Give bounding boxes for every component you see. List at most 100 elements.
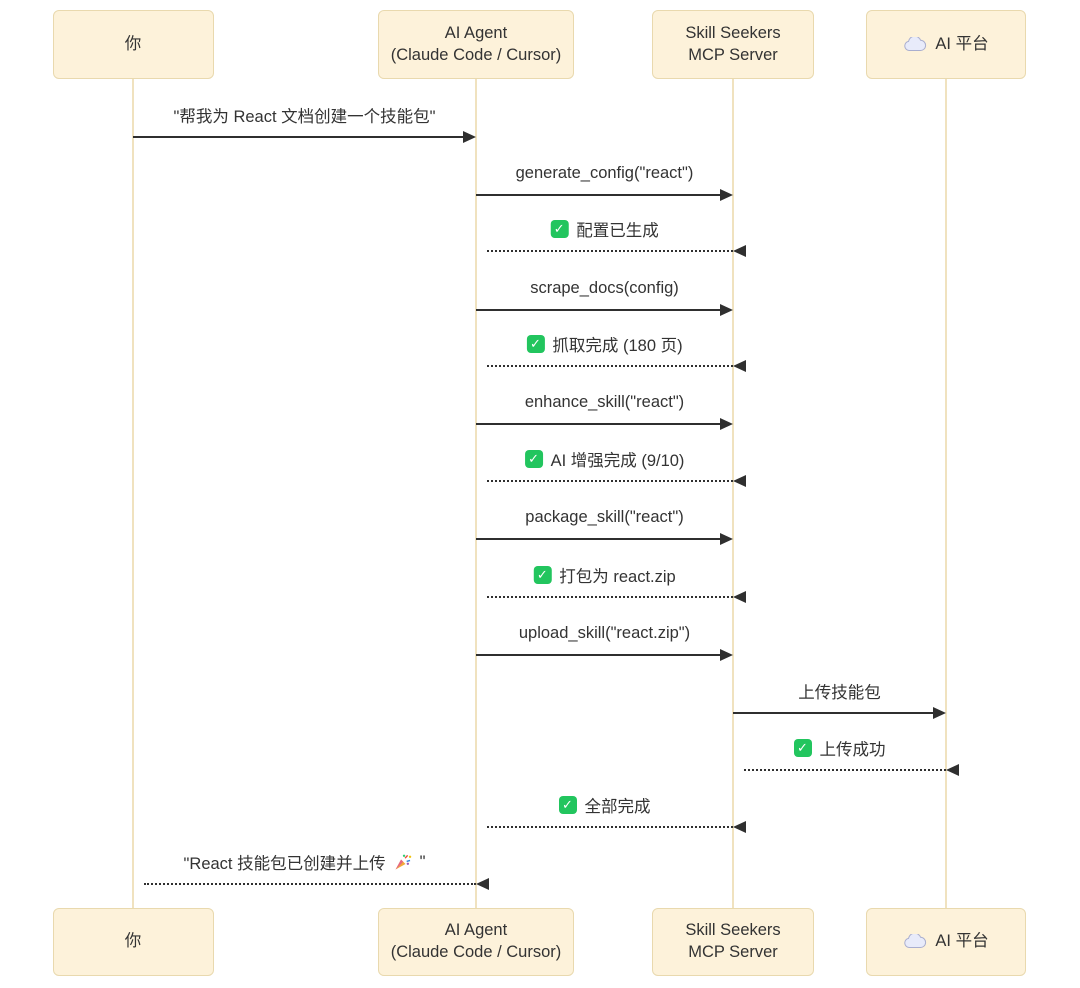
arrowhead-icon	[733, 821, 746, 833]
message-text: AI 增强完成 (9/10)	[550, 452, 685, 470]
message-line-8	[487, 596, 733, 598]
message-label-9: upload_skill("react.zip")	[519, 621, 690, 645]
lifeline-ai-platform	[945, 79, 947, 908]
lifeline-ai-agent	[475, 79, 477, 908]
message-line-7	[476, 538, 722, 540]
actor-ai-platform-top: AI 平台	[866, 10, 1026, 79]
arrowhead-icon	[476, 878, 489, 890]
actor-label-text: AI 平台	[935, 932, 989, 951]
actor-you-bottom: 你	[52, 908, 214, 976]
message-label-2: ✓ 配置已生成	[550, 217, 659, 241]
arrowhead-icon	[720, 533, 733, 545]
actor-label-text: MCP Server	[688, 943, 778, 961]
check-icon: ✓	[533, 566, 552, 584]
actor-label-text: AI Agent	[444, 921, 508, 940]
check-icon: ✓	[550, 220, 569, 238]
message-text: 全部完成	[584, 798, 651, 816]
actor-label: AI 平台	[903, 931, 989, 953]
arrowhead-icon	[733, 360, 746, 372]
message-text: scrape_docs(config)	[530, 278, 679, 297]
actor-label: Skill Seekers	[685, 23, 780, 45]
message-text: 配置已生成	[576, 222, 659, 240]
message-label-12: ✓ 全部完成	[558, 793, 651, 817]
message-line-11	[744, 769, 946, 771]
message-line-9	[476, 654, 722, 656]
actor-label: AI 平台	[903, 34, 989, 56]
message-line-5	[476, 423, 722, 425]
arrowhead-icon	[720, 189, 733, 201]
actor-label: 你	[125, 931, 142, 953]
message-text: "帮我为 React 文档创建一个技能包"	[173, 108, 436, 126]
arrowhead-icon	[733, 591, 746, 603]
message-text: "React 技能包已创建并上传	[183, 855, 386, 873]
message-line-6	[487, 480, 733, 482]
message-line-13	[144, 883, 476, 885]
check-icon: ✓	[558, 796, 577, 814]
message-line-4	[487, 365, 733, 367]
message-label-3: scrape_docs(config)	[530, 276, 679, 300]
actor-label: AI Agent	[445, 920, 507, 942]
actor-ai-agent-bottom: AI Agent (Claude Code / Cursor)	[378, 908, 574, 976]
actor-ai-platform-bottom: AI 平台	[866, 908, 1026, 976]
actor-label-text: 你	[124, 932, 142, 951]
actor-label-text: (Claude Code / Cursor)	[390, 943, 562, 961]
message-label-1: generate_config("react")	[516, 161, 694, 185]
actor-label: 你	[125, 34, 142, 56]
check-icon: ✓	[526, 335, 545, 353]
actor-ai-agent-top: AI Agent (Claude Code / Cursor)	[378, 10, 574, 79]
message-line-10	[733, 712, 935, 714]
arrowhead-icon	[946, 764, 959, 776]
message-label-5: enhance_skill("react")	[525, 390, 684, 414]
message-label-13: "React 技能包已创建并上传 "	[184, 850, 426, 874]
message-text: "	[419, 852, 426, 871]
message-text: package_skill("react")	[525, 507, 684, 526]
actor-you-top: 你	[52, 10, 214, 79]
actor-label: MCP Server	[688, 942, 778, 964]
cloud-icon	[903, 36, 927, 52]
actor-label: (Claude Code / Cursor)	[391, 942, 562, 964]
party-popper-icon	[394, 853, 412, 871]
cloud-icon	[903, 934, 927, 949]
message-label-7: package_skill("react")	[525, 505, 683, 529]
arrowhead-icon	[720, 649, 733, 661]
actor-label-text: Skill Seekers	[685, 921, 781, 940]
actor-label: Skill Seekers	[685, 920, 780, 942]
message-label-11: ✓ 上传成功	[793, 736, 886, 760]
actor-label: MCP Server	[688, 45, 778, 67]
message-label-6: ✓ AI 增强完成 (9/10)	[524, 447, 685, 471]
message-text: 上传技能包	[798, 684, 881, 702]
actor-label-text: Skill Seekers	[685, 23, 781, 42]
message-label-8: ✓ 打包为 react.zip	[533, 563, 676, 587]
message-line-12	[487, 826, 733, 828]
arrowhead-icon	[463, 131, 476, 143]
check-icon: ✓	[524, 450, 543, 468]
message-label-0: "帮我为 React 文档创建一个技能包"	[174, 103, 436, 127]
actor-label-text: (Claude Code / Cursor)	[390, 45, 562, 64]
message-text: generate_config("react")	[515, 163, 694, 182]
actor-label: (Claude Code / Cursor)	[391, 45, 562, 67]
message-text: enhance_skill("react")	[524, 392, 685, 411]
arrowhead-icon	[720, 418, 733, 430]
arrowhead-icon	[733, 245, 746, 257]
message-line-2	[487, 250, 733, 252]
message-text: 抓取完成 (180 页)	[552, 337, 683, 355]
actor-label-text: MCP Server	[688, 45, 778, 64]
arrowhead-icon	[720, 304, 733, 316]
actor-label-text: AI Agent	[444, 23, 508, 42]
message-line-1	[476, 194, 722, 196]
message-label-4: ✓ 抓取完成 (180 页)	[526, 332, 683, 356]
message-text: 上传成功	[819, 741, 886, 759]
message-label-10: 上传技能包	[798, 679, 881, 703]
arrowhead-icon	[733, 475, 746, 487]
message-text: upload_skill("react.zip")	[518, 623, 691, 642]
lifeline-you	[132, 79, 134, 908]
check-icon: ✓	[793, 739, 812, 757]
message-text: 打包为 react.zip	[559, 568, 676, 586]
arrowhead-icon	[933, 707, 946, 719]
actor-label-text: AI 平台	[935, 34, 989, 53]
message-line-0	[133, 136, 465, 138]
actor-label-text: 你	[124, 34, 142, 53]
